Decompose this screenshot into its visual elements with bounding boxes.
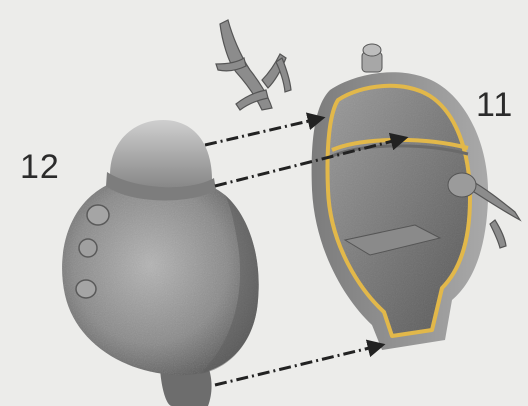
part-12-label: 12: [20, 148, 60, 187]
part-12-shell: [62, 120, 259, 406]
arrow-base: [215, 345, 382, 385]
arrow-branch: [205, 118, 322, 145]
branch-part: [216, 20, 291, 110]
part-11-label: 11: [476, 86, 513, 125]
